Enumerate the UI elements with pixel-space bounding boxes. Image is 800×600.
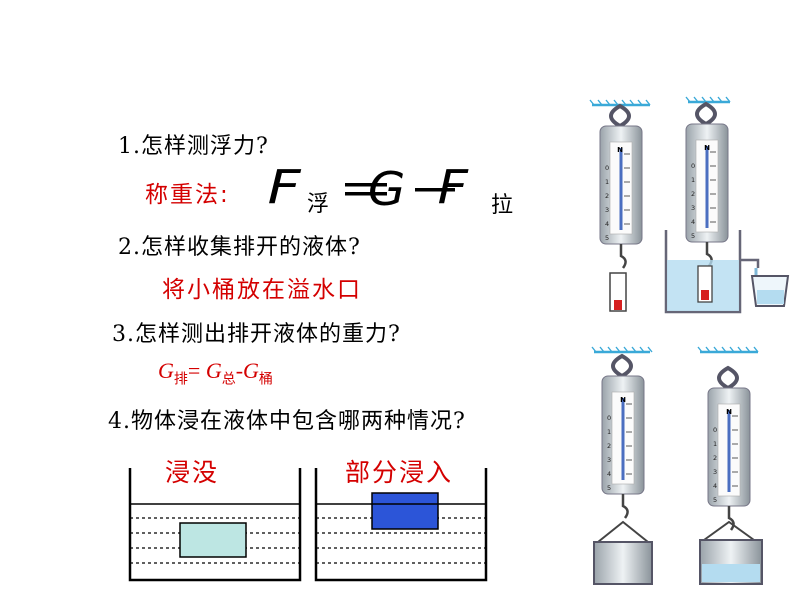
scale-3: N bbox=[591, 346, 653, 585]
scale-1-n: N bbox=[617, 146, 623, 154]
label-submerged: 浸没 bbox=[165, 458, 220, 487]
scale-4-n: N bbox=[726, 408, 732, 416]
svg-text:1: 1 bbox=[605, 178, 609, 186]
partial-block bbox=[371, 492, 439, 530]
svg-text:2: 2 bbox=[605, 192, 609, 200]
svg-text:5: 5 bbox=[713, 496, 717, 504]
beaker-submerged bbox=[128, 468, 302, 582]
svg-text:0: 0 bbox=[713, 426, 717, 434]
eq-g-zong: G bbox=[205, 358, 222, 383]
svg-text:4: 4 bbox=[605, 220, 609, 228]
eq-minus: - bbox=[235, 358, 244, 383]
question-1: 1.怎样测浮力? bbox=[118, 134, 269, 159]
svg-text:3: 3 bbox=[691, 204, 695, 212]
formula-g: G bbox=[368, 165, 405, 215]
svg-text:4: 4 bbox=[607, 470, 611, 478]
eq-sub-pai: 排 bbox=[173, 371, 188, 388]
answer-3-equation: G排= G总-G桶 bbox=[158, 358, 273, 388]
svg-text:0: 0 bbox=[691, 162, 695, 170]
svg-text:1: 1 bbox=[713, 440, 717, 448]
svg-text:5: 5 bbox=[607, 484, 611, 492]
question-4: 4.物体浸在液体中包含哪两种情况? bbox=[108, 409, 466, 434]
svg-text:3: 3 bbox=[713, 468, 717, 476]
formula-equal-bar-1 bbox=[345, 183, 387, 187]
beaker-partial bbox=[314, 468, 488, 582]
svg-text:3: 3 bbox=[607, 456, 611, 464]
formula-fu: 浮 bbox=[307, 192, 329, 215]
formula-f2: F bbox=[438, 165, 470, 214]
eq-g-pai: G bbox=[158, 358, 174, 383]
eq-sub-tong: 桶 bbox=[258, 371, 273, 388]
scale-3-n: N bbox=[620, 396, 626, 404]
spring-scale-illustrations: N N N N 0 bbox=[589, 96, 790, 585]
eq-g-tong: G bbox=[243, 358, 259, 383]
scale-1: N bbox=[589, 99, 651, 312]
answer-2: 将小桶放在溢水口 bbox=[162, 277, 362, 303]
svg-text:4: 4 bbox=[691, 218, 695, 226]
formula-f: F bbox=[268, 165, 302, 214]
svg-text:3: 3 bbox=[605, 206, 609, 214]
beakers-diagram bbox=[128, 468, 488, 582]
scale-4: N bbox=[697, 346, 763, 585]
formula-minus bbox=[415, 188, 455, 192]
svg-text:1: 1 bbox=[607, 428, 611, 436]
svg-text:5: 5 bbox=[605, 234, 609, 242]
buoyancy-formula: F 浮 G F 拉 bbox=[268, 165, 514, 215]
formula-equal-bar-2 bbox=[345, 192, 387, 196]
svg-text:2: 2 bbox=[691, 190, 695, 198]
scale-2: N bbox=[664, 96, 790, 314]
svg-text:0: 0 bbox=[605, 164, 609, 172]
svg-text:0: 0 bbox=[607, 414, 611, 422]
svg-text:2: 2 bbox=[607, 442, 611, 450]
eq-sub-zong: 总 bbox=[221, 371, 236, 388]
scale-tick-labels: 0 1 2 3 4 5 0 1 2 3 4 5 0 1 2 3 4 5 0 1 … bbox=[605, 162, 717, 504]
scale-2-n: N bbox=[704, 144, 710, 152]
question-3: 3.怎样测出排开液体的重力? bbox=[112, 322, 401, 347]
submerged-block bbox=[179, 522, 247, 558]
empty-bucket bbox=[593, 541, 653, 585]
label-partial: 部分浸入 bbox=[345, 458, 454, 487]
formula-la: 拉 bbox=[491, 193, 513, 215]
svg-text:5: 5 bbox=[691, 232, 695, 240]
svg-text:4: 4 bbox=[713, 482, 717, 490]
svg-text:2: 2 bbox=[713, 454, 717, 462]
eq-equals: = bbox=[187, 358, 206, 383]
svg-text:1: 1 bbox=[691, 176, 695, 184]
question-2: 2.怎样收集排开的液体? bbox=[118, 235, 361, 260]
answer-1-label: 称重法: bbox=[145, 182, 230, 208]
overflow-can bbox=[664, 230, 742, 314]
